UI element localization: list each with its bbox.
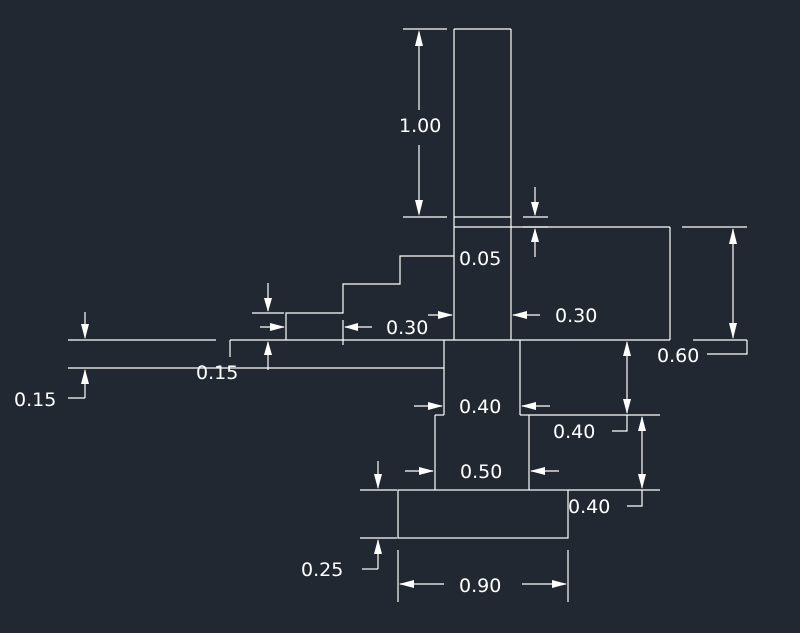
dim-step-tread [342,320,372,345]
label-step-rise: 0.15 [196,362,238,384]
label-slab-height: 0.60 [657,345,699,367]
label-neck-width: 0.50 [460,461,502,483]
dim-column-offset [523,187,548,257]
label-pedestal-width: 0.40 [459,396,501,418]
stairs-outline [285,255,454,340]
dim-neck-height [568,416,660,507]
label-footing-thickness: 0.25 [301,559,343,581]
label-pedestal-height: 0.40 [553,421,595,443]
label-column-offset: 0.05 [459,248,501,270]
column-outline [453,28,512,340]
dim-column-width [428,311,540,319]
label-footing-width: 0.90 [459,575,501,597]
dim-step-rise [252,283,285,370]
dim-footing-thickness [360,461,397,570]
dim-footing-width [397,550,569,602]
label-column-height: 1.00 [399,115,441,137]
dim-pedestal-height [529,341,660,432]
ground-line [68,339,670,357]
footing-outline [397,489,569,539]
neck-outline [434,415,530,490]
pedestal-outline [435,340,529,416]
dim-column-height [403,28,447,218]
dim-slab-height [682,226,748,355]
label-floor-thickness: 0.15 [14,389,56,411]
dim-floor-thickness [68,312,89,399]
dim-neck-width [405,467,559,475]
label-neck-height: 0.40 [568,496,610,518]
dim-pedestal-width [414,402,550,410]
label-step-tread: 0.30 [386,317,428,339]
label-column-width: 0.30 [555,305,597,327]
